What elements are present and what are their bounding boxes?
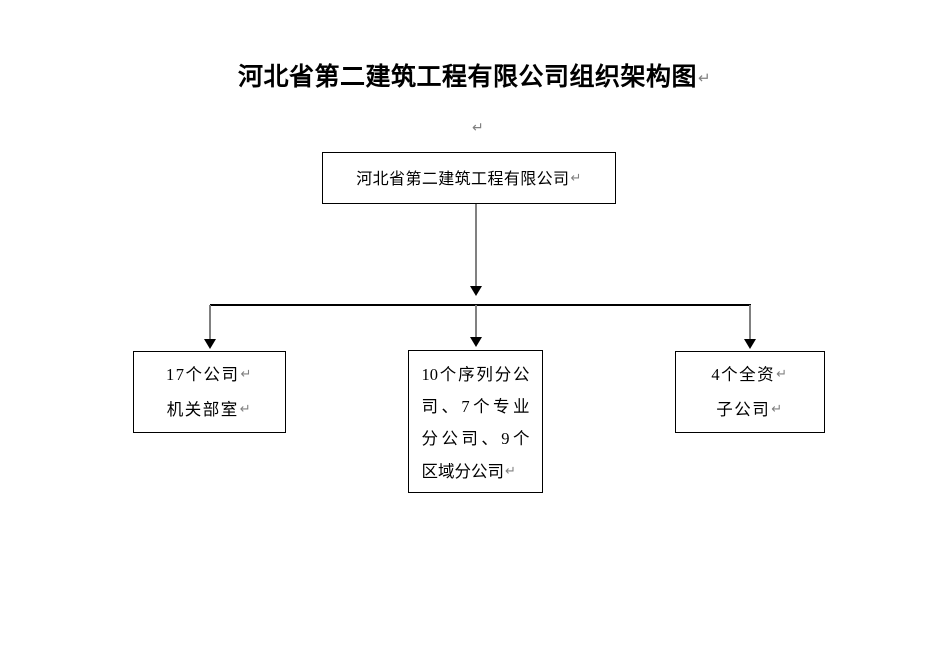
org-node-branches-line-3: 分公司、9个 — [421, 429, 530, 448]
org-node-departments-line-2: 机关部室↵ — [166, 400, 253, 419]
org-node-branches-line-4: 区域分公司↵ — [421, 462, 516, 481]
connector-drop-branches — [475, 305, 477, 339]
org-node-branches[interactable]: 10个序列分公 司、7个专业 分公司、9个 区域分公司↵ — [408, 350, 543, 493]
org-node-branches-line-2: 司、7个专业 — [421, 397, 530, 416]
connector-drop-subsidiaries — [749, 305, 751, 341]
org-node-root-label: 河北省第二建筑工程有限公司↵ — [356, 169, 582, 188]
connector-root-stem — [475, 204, 477, 288]
paragraph-mark-icon: ↵ — [771, 401, 784, 416]
paragraph-mark-icon: ↵ — [239, 401, 253, 416]
paragraph-mark-icon: ↵ — [697, 70, 712, 87]
org-node-subsidiaries-line-1: 4个全资↵ — [711, 365, 789, 384]
paragraph-mark-icon: ↵ — [776, 366, 789, 381]
paragraph-mark-icon: ↵ — [570, 169, 582, 185]
org-node-subsidiaries[interactable]: 4个全资↵ 子公司↵ — [675, 351, 825, 433]
paragraph-mark-icon: ↵ — [240, 366, 253, 381]
org-node-subsidiaries-line-2: 子公司↵ — [716, 400, 784, 419]
org-node-departments[interactable]: 17个公司↵ 机关部室↵ — [133, 351, 286, 433]
arrowhead-down-icon — [470, 286, 482, 296]
page-title: 河北省第二建筑工程有限公司组织架构图↵ — [0, 62, 949, 94]
connector-drop-departments — [209, 305, 211, 341]
page-title-text: 河北省第二建筑工程有限公司组织架构图 — [237, 63, 697, 91]
paragraph-mark-icon: ↵ — [505, 463, 516, 478]
org-node-departments-line-1: 17个公司↵ — [166, 365, 253, 384]
org-node-root[interactable]: 河北省第二建筑工程有限公司↵ — [322, 152, 616, 204]
connector-horizontal-bus — [210, 304, 751, 306]
empty-paragraph-mark-icon: ↵ — [472, 119, 484, 135]
arrowhead-down-icon — [204, 339, 216, 349]
org-node-branches-line-1: 10个序列分公 — [421, 365, 530, 384]
arrowhead-down-icon — [744, 339, 756, 349]
arrowhead-down-icon — [470, 337, 482, 347]
